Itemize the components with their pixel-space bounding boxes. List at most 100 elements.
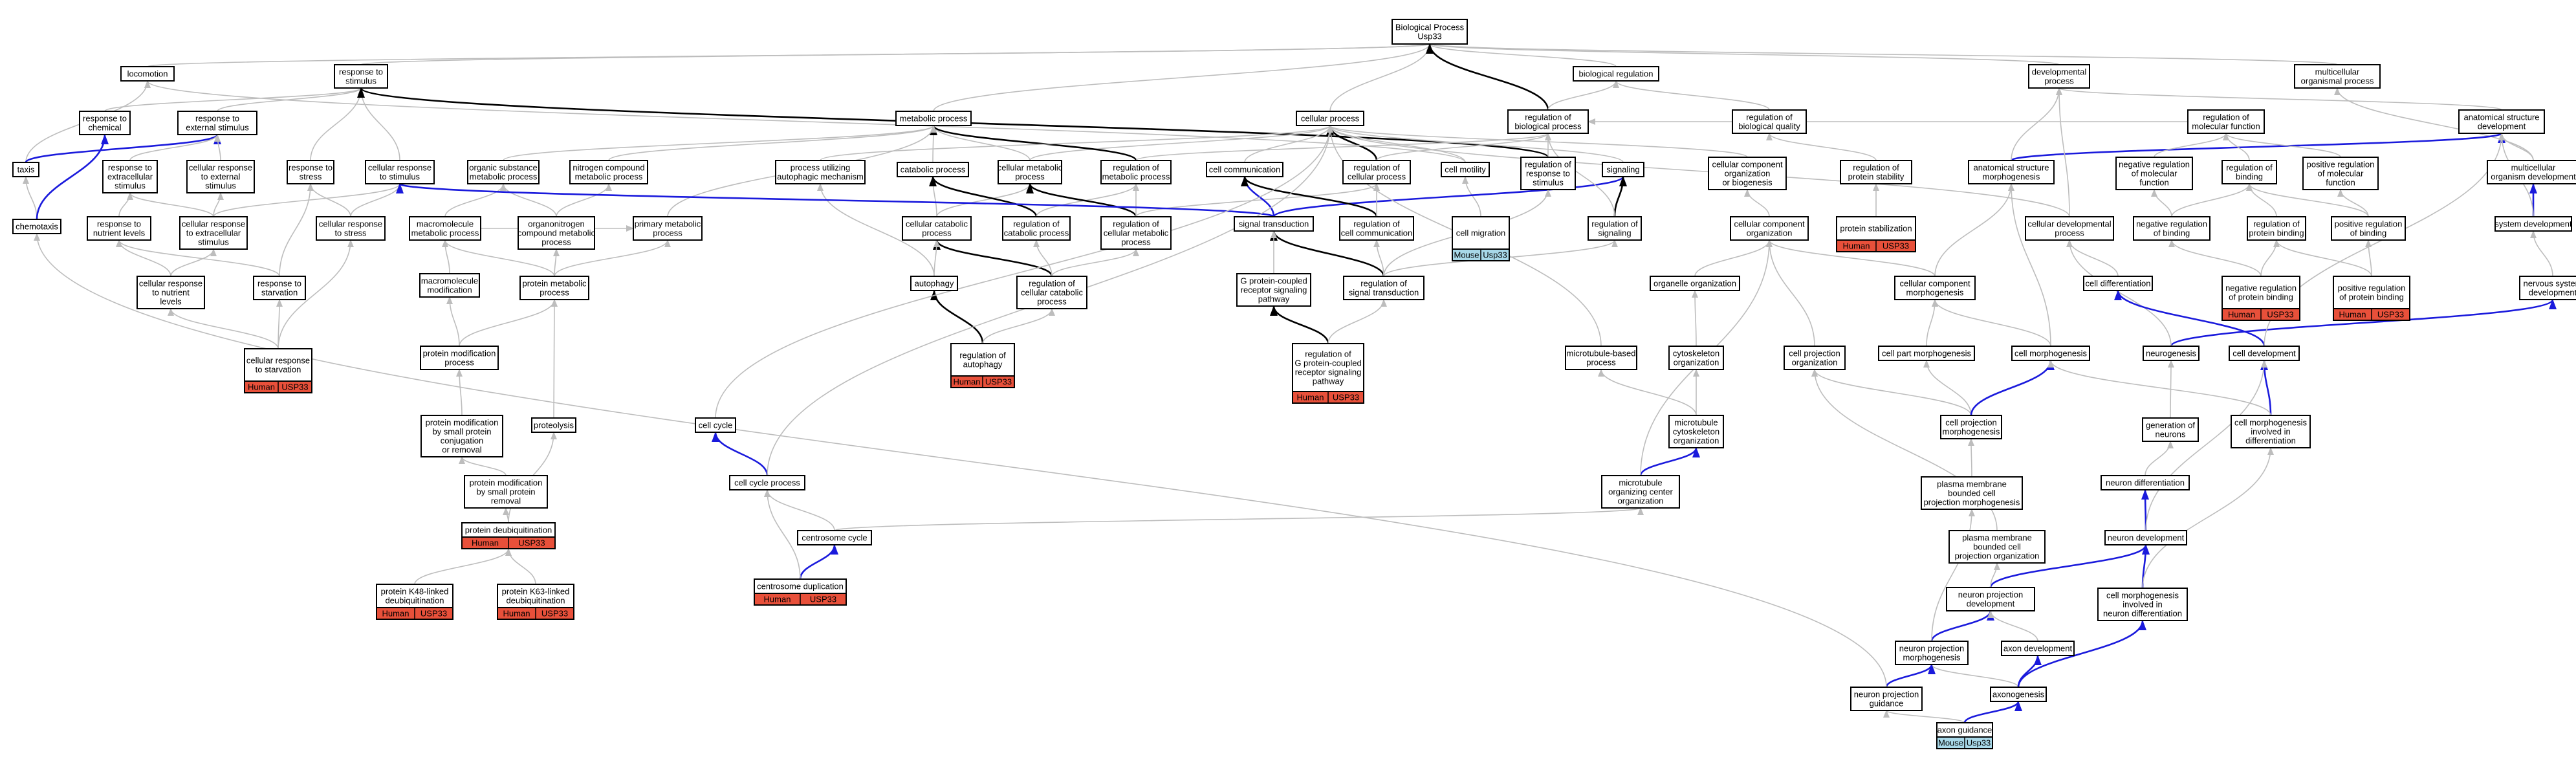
go-term-signaling[interactable]: signaling — [1602, 162, 1644, 177]
go-term-cell-comm[interactable]: cell communication — [1206, 162, 1283, 177]
go-term-neurogenesis[interactable]: neurogenesis — [2143, 346, 2199, 361]
go-term-chemotaxis[interactable]: chemotaxis — [12, 219, 61, 234]
go-term-cell-cycle-proc[interactable]: cell cycle process — [729, 475, 805, 490]
go-term-taxis[interactable]: taxis — [12, 162, 39, 177]
go-term-cell-proc[interactable]: cellular process — [1296, 111, 1364, 126]
go-term-cell-cycle[interactable]: cell cycle — [695, 417, 736, 433]
go-term-catab[interactable]: catabolic process — [897, 162, 969, 177]
go-term-neuron-diff[interactable]: neuron differentiation — [2101, 475, 2190, 490]
go-term-org-org[interactable]: organelle organization — [1650, 276, 1740, 291]
go-term-proteolysis[interactable]: proteolysis — [531, 417, 576, 433]
go-term-sys-dev[interactable]: system development — [2494, 216, 2572, 232]
go-term-cell-dev[interactable]: cell development — [2229, 346, 2300, 361]
go-term-centrosome-cycle[interactable]: centrosome cycle — [797, 530, 872, 545]
go-term-locomotion[interactable]: locomotion — [120, 66, 175, 82]
go-term-cell-part-morph[interactable]: cell part morphogenesis — [1878, 346, 1975, 361]
go-term-cell-morph[interactable]: cell morphogenesis — [2011, 346, 2090, 361]
go-term-axon-dev[interactable]: axon development — [2001, 641, 2075, 656]
go-term-sig-trans[interactable]: signal transduction — [1234, 216, 1314, 232]
go-term-bio-reg[interactable]: biological regulation — [1573, 66, 1659, 82]
go-term-cell-diff[interactable]: cell differentiation — [2083, 276, 2153, 291]
go-term-autophagy[interactable]: autophagy — [910, 276, 958, 291]
go-term-cell-motil[interactable]: cell motility — [1441, 162, 1490, 177]
go-term-neuron-dev[interactable]: neuron development — [2104, 530, 2187, 545]
go-term-axonogenesis[interactable]: axonogenesis — [1990, 687, 2047, 702]
